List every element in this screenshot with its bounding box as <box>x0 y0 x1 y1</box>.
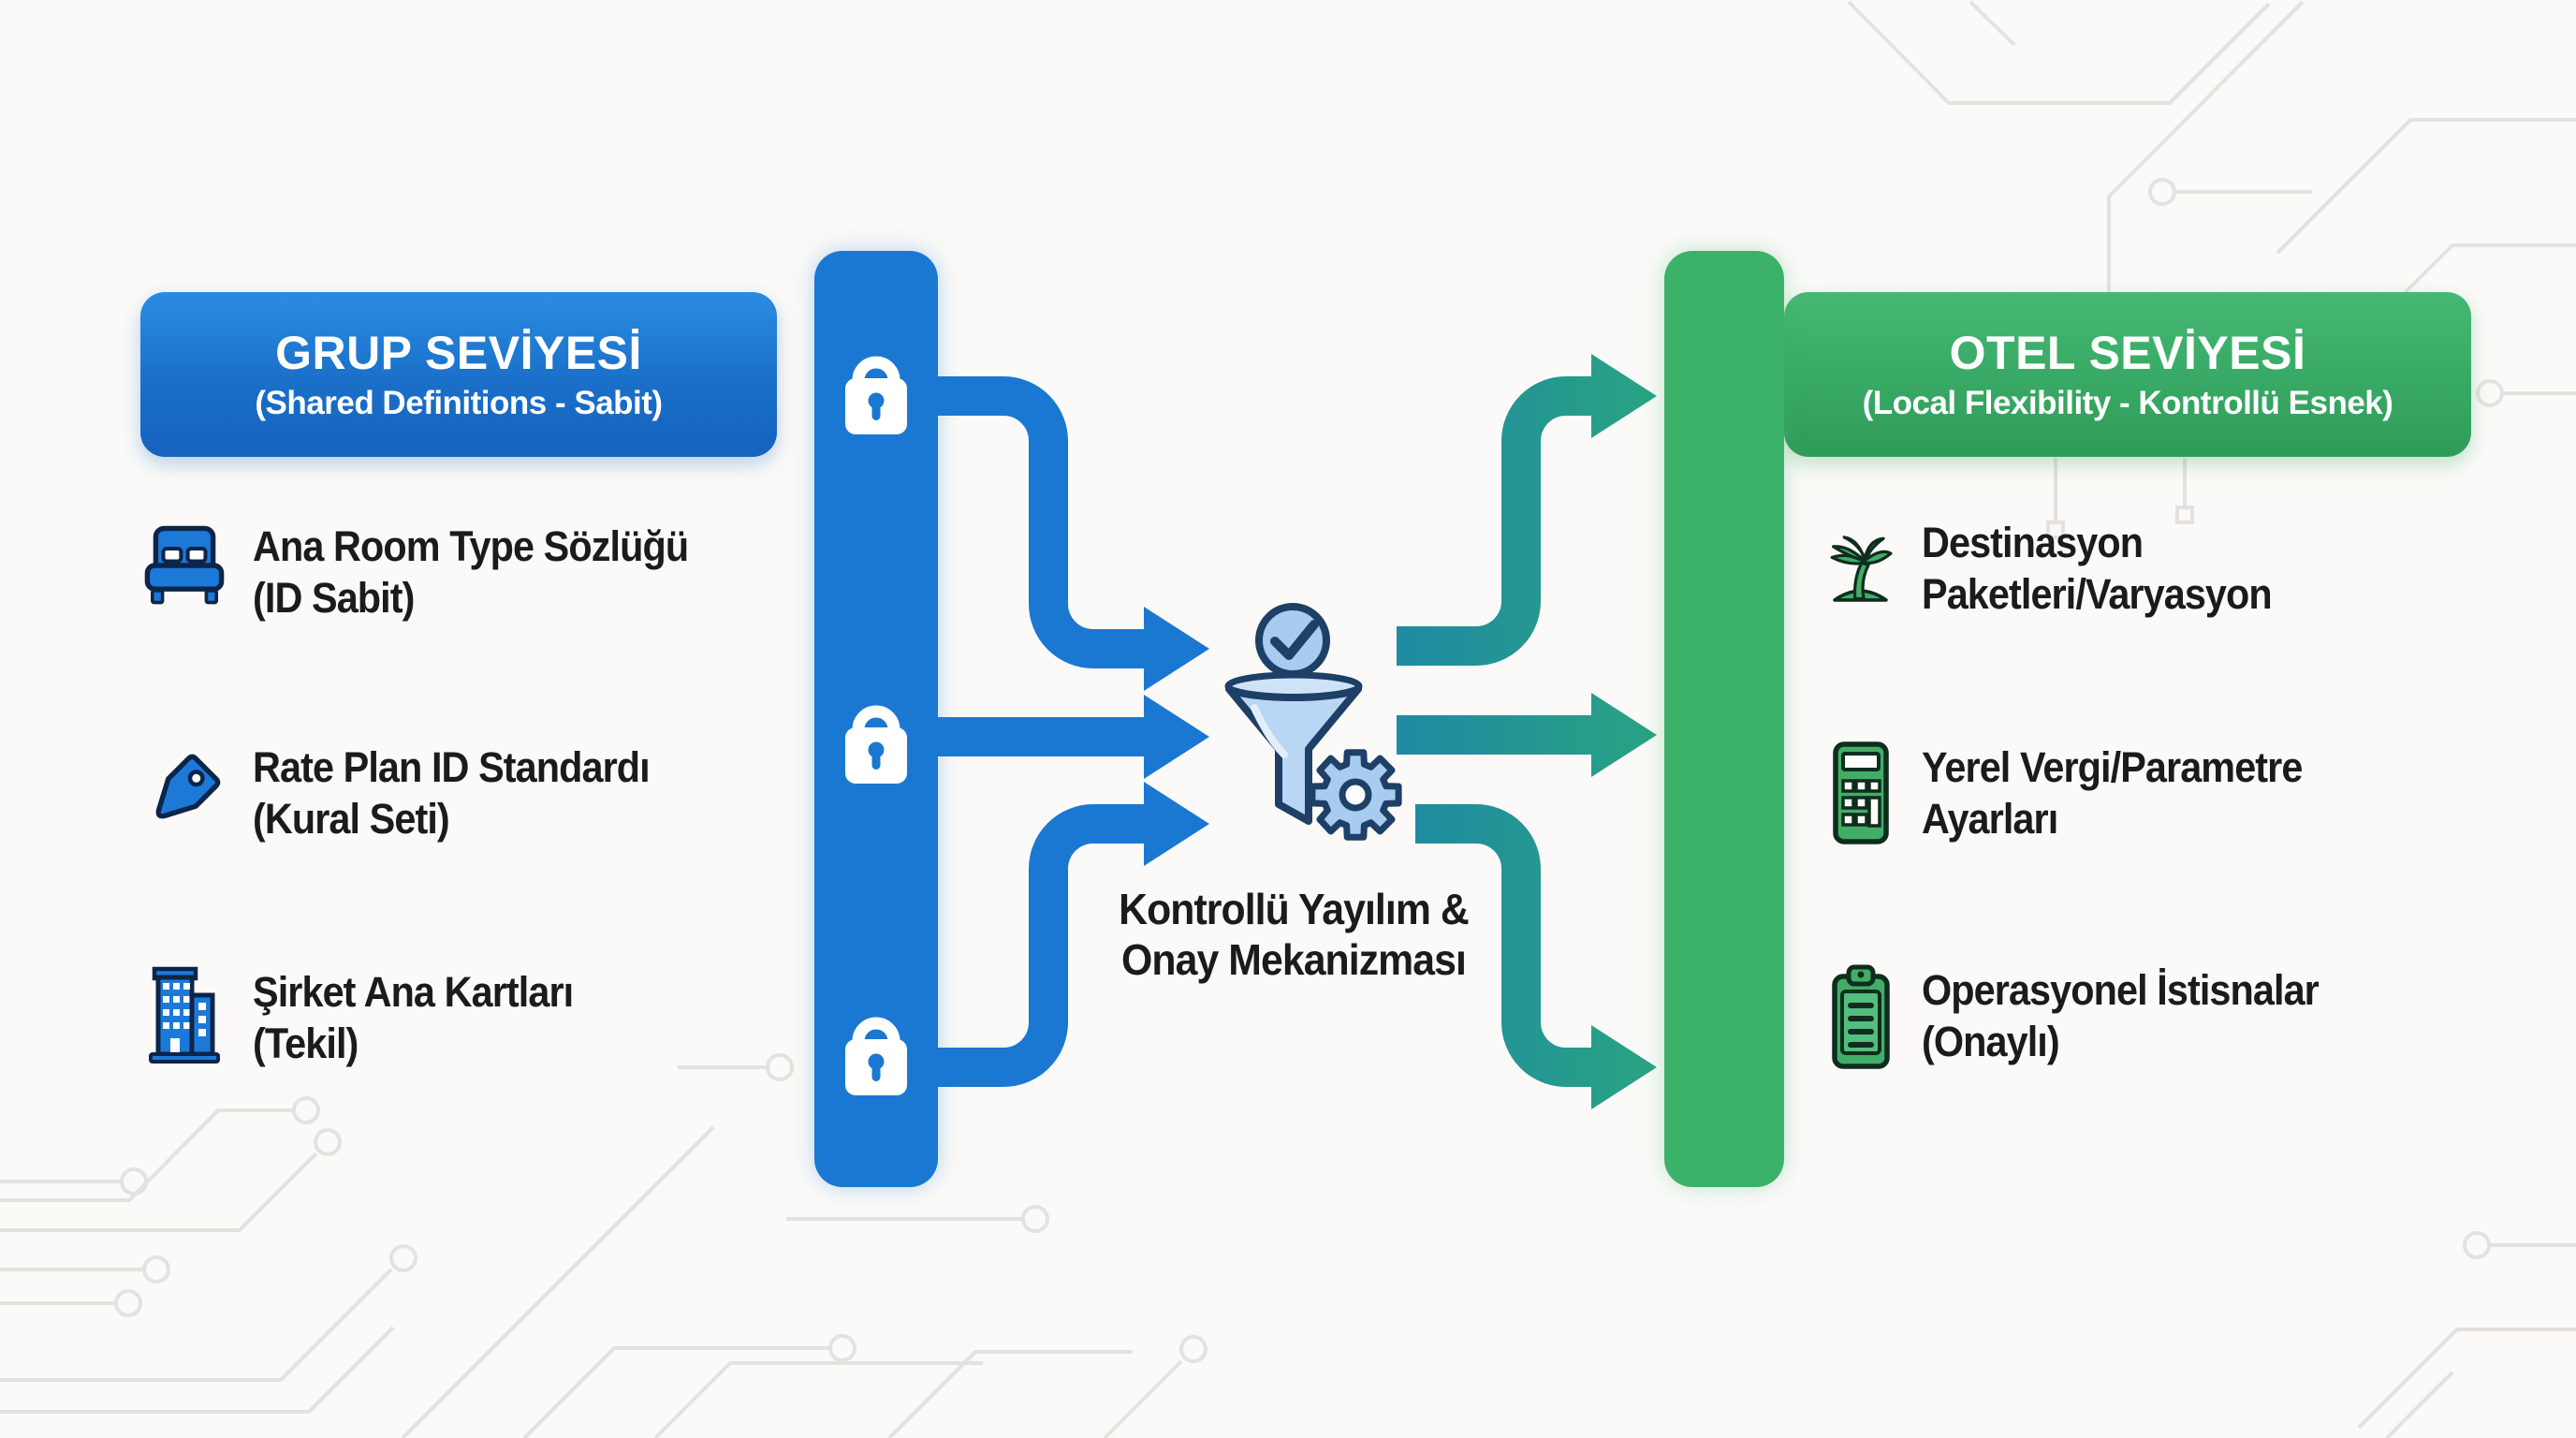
flow-arrow-left-bottom <box>938 804 1148 1087</box>
flow-arrow-right-top <box>1397 376 1593 666</box>
item-text-line: Ana Room Type Sözlüğü <box>253 522 689 570</box>
item-text-line: (Tekil) <box>253 1020 359 1067</box>
filter-label-line2: Onay Mekanizması <box>1121 935 1467 984</box>
lock-icons <box>845 362 907 1095</box>
lock-icon <box>845 712 907 784</box>
item-text-line: Şirket Ana Kartları <box>253 968 574 1016</box>
list-item-local-tax: Yerel Vergi/Parametre Ayarları <box>1825 741 2335 844</box>
lock-icon <box>845 362 907 434</box>
list-item-room-type: Ana Room Type Sözlüğü (ID Sabit) <box>142 521 726 624</box>
hotel-level-title: OTEL SEVİYESİ <box>1949 327 2306 379</box>
filter-mechanism-label: Kontrollü Yayılım & Onay Mekanizması <box>1032 884 1555 985</box>
palm-tree-icon <box>1830 536 1893 602</box>
item-text-line: (Kural Seti) <box>253 795 450 843</box>
hotel-level-rail <box>1664 251 1784 1187</box>
hotel-level-subtitle: (Local Flexibility - Kontrollü Esnek) <box>1862 385 2393 421</box>
flow-arrow-right-bottom <box>1415 804 1593 1087</box>
arrows-filter-to-hotel <box>1397 376 1593 1087</box>
group-level-subtitle: (Shared Definitions - Sabit) <box>255 385 663 421</box>
item-text-line: Operasyonel İstisnalar <box>1922 966 2320 1014</box>
item-text-line: Ayarları <box>1922 795 2058 843</box>
building-icon <box>149 966 220 1064</box>
approval-filter-group <box>1224 603 1402 841</box>
arrowheads-left <box>1144 607 1209 866</box>
tag-icon <box>155 754 221 819</box>
list-item-rate-plan: Rate Plan ID Standardı (Kural Seti) <box>142 741 684 844</box>
circuit-traces-bottom-center <box>678 1053 1208 1438</box>
filter-label-line1: Kontrollü Yayılım & <box>1119 885 1470 933</box>
item-text-line: Destinasyon <box>1922 519 2144 566</box>
bed-icon <box>144 525 225 605</box>
item-text-line: (ID Sabit) <box>253 574 415 622</box>
item-text-line: (Onaylı) <box>1922 1018 2060 1065</box>
flow-arrow-left-top <box>938 376 1148 668</box>
list-item-company-cards: Şirket Ana Kartları (Tekil) <box>142 966 601 1069</box>
circuit-traces-bottom-right <box>2357 1231 2576 1438</box>
list-item-operational-exceptions: Operasyonel İstisnalar (Onaylı) <box>1825 964 2353 1071</box>
gear-icon <box>1309 749 1402 841</box>
arrows-group-to-filter <box>938 376 1148 1087</box>
circuit-traces-bottom-left <box>0 1096 983 1438</box>
group-level-header: GRUP SEVİYESİ (Shared Definitions - Sabi… <box>140 292 777 457</box>
item-text-line: Rate Plan ID Standardı <box>253 743 651 791</box>
hotel-level-header: OTEL SEVİYESİ (Local Flexibility - Kontr… <box>1784 292 2471 457</box>
lock-icon <box>845 1023 907 1095</box>
list-item-destination-packages: Destinasyon Paketleri/Varyasyon <box>1825 517 2302 620</box>
item-text-line: Paketleri/Varyasyon <box>1922 570 2273 618</box>
funnel-icon <box>1224 671 1363 825</box>
check-circle-icon <box>1255 603 1330 678</box>
clipboard-icon <box>1831 964 1890 1069</box>
item-text-line: Yerel Vergi/Parametre <box>1922 743 2303 791</box>
arrowheads-right <box>1591 354 1657 1109</box>
calculator-icon <box>1832 741 1889 844</box>
group-level-title: GRUP SEVİYESİ <box>275 327 642 379</box>
